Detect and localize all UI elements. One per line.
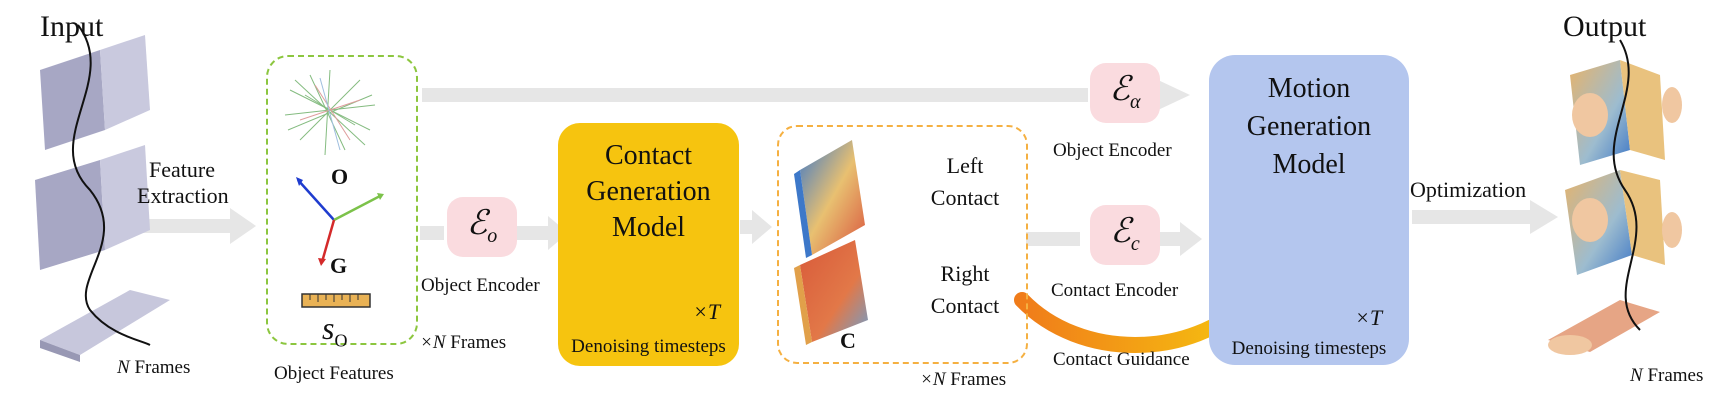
feature-extraction-arrow-shaft	[128, 219, 230, 233]
object-features-box	[266, 55, 418, 345]
top-arrow-head	[1158, 80, 1190, 110]
contact-times-label: ×T	[693, 299, 721, 324]
contacts-frames-multiplier: ×N Frames	[920, 369, 1007, 390]
input-book-frames	[35, 24, 170, 362]
contact-generation-model	[558, 123, 739, 366]
motion-timesteps-label: Denoising timesteps	[1231, 338, 1387, 359]
left-contact-label: Left Contact	[930, 153, 1000, 210]
right-contact-label: Right Contact	[930, 261, 1000, 318]
contact-guidance-label: Contact Guidance	[1053, 349, 1190, 370]
contacts-box	[777, 125, 1028, 364]
object-G-label: G	[330, 253, 348, 278]
input-frames-label: N Frames	[117, 357, 191, 378]
output-book-frames	[1548, 39, 1682, 355]
ruler-icon	[301, 293, 371, 308]
contact-encoder: ℰc	[1090, 205, 1160, 265]
object-encoder-o-label: Object Encoder	[421, 275, 540, 296]
object-encoder-alpha: ℰα	[1090, 63, 1160, 123]
motion-generation-title: Motion Generation Model	[1246, 73, 1372, 180]
left-contact-book	[794, 140, 865, 258]
object-features-label: Object Features	[274, 363, 394, 384]
output-title: Output	[1563, 10, 1647, 43]
object-encoder-o: ℰo	[447, 197, 517, 257]
optimization-label: Optimization	[1410, 177, 1527, 202]
contact-encoder-label: Contact Encoder	[1051, 280, 1179, 301]
input-title: Input	[40, 10, 104, 43]
feature-extraction-arrow-head	[230, 208, 256, 244]
feature-extraction-label: Feature Extraction	[137, 157, 229, 208]
object-encoder-alpha-label: Object Encoder	[1053, 140, 1172, 161]
axes-icon	[296, 177, 384, 266]
contact-generation-title: Contact Generation Model	[586, 140, 711, 243]
flow-arrows	[128, 80, 1558, 256]
motion-generation-model	[1209, 55, 1409, 365]
motion-times-label: ×T	[1355, 305, 1383, 330]
object-scale-label: sO	[322, 310, 348, 351]
contacts-C-label: C	[840, 328, 856, 353]
object-pointcloud	[284, 69, 376, 156]
right-contact-book	[794, 240, 868, 345]
object-frames-multiplier: ×N Frames	[420, 332, 507, 353]
contact-timesteps-label: Denoising timesteps	[571, 336, 726, 357]
output-frames-label: N Frames	[1630, 365, 1704, 386]
object-O-label: O	[331, 164, 349, 189]
top-arrow-shaft	[422, 88, 1088, 102]
